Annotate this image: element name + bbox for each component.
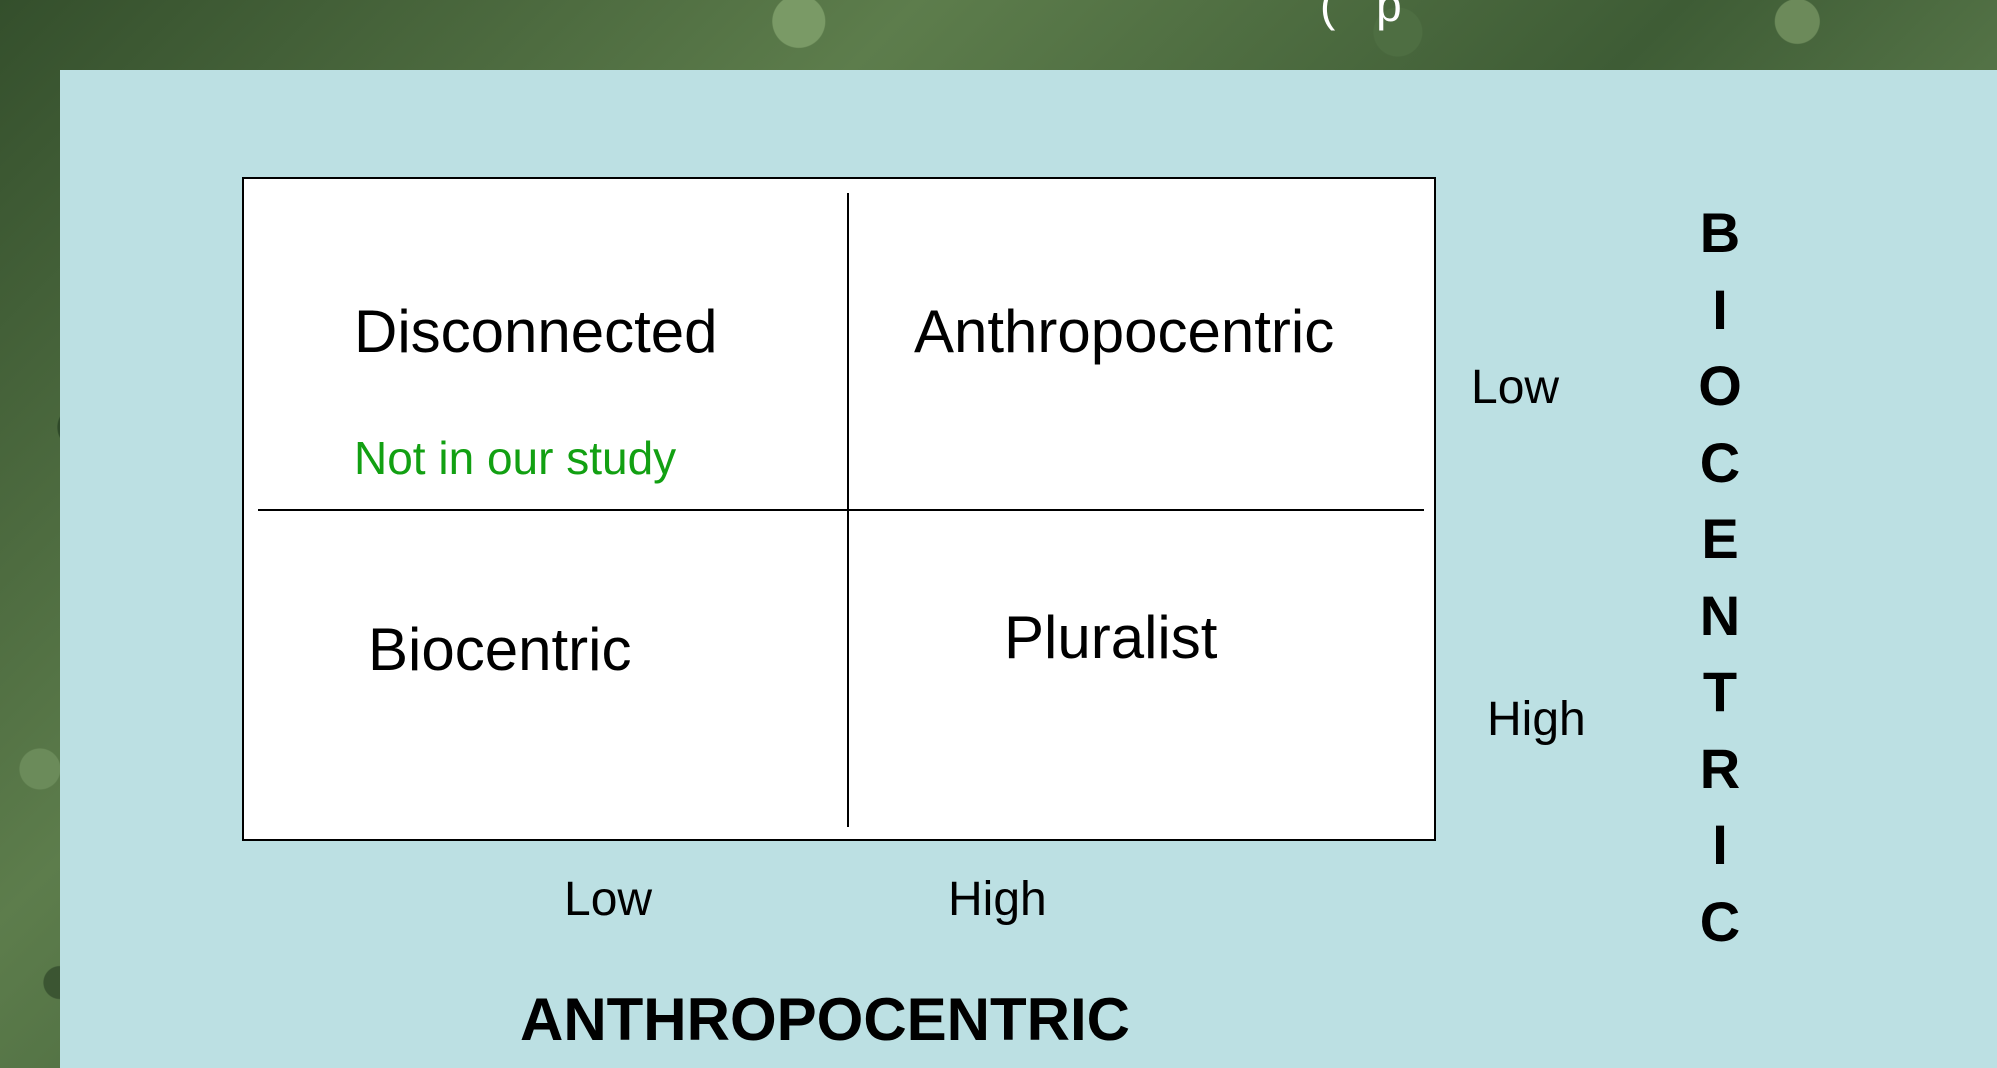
y-tick-low: Low [1471, 360, 1559, 415]
quadrant-note: Not in our study [354, 431, 676, 485]
y-title-letter: I [1712, 272, 1728, 349]
y-title-letter: O [1698, 348, 1742, 425]
y-title-letter: E [1701, 501, 1738, 578]
y-tick-high: High [1487, 692, 1586, 747]
y-title-letter: T [1703, 654, 1737, 731]
quadrant-biocentric: Biocentric [368, 615, 631, 684]
quadrant-grid: Disconnected Not in our study Anthropoce… [242, 177, 1436, 841]
y-title-letter: R [1700, 731, 1740, 808]
y-title-letter: C [1700, 425, 1740, 502]
x-tick-low: Low [564, 872, 652, 927]
x-axis-title: ANTHROPOCENTRIC [520, 985, 1130, 1054]
quadrant-disconnected: Disconnected [354, 297, 718, 366]
y-axis-title: B I O C E N T R I C [1680, 195, 1760, 960]
quadrant-pluralist: Pluralist [1004, 603, 1217, 672]
x-tick-high: High [948, 872, 1047, 927]
quadrant-anthropocentric: Anthropocentric [914, 297, 1334, 366]
y-title-letter: B [1700, 195, 1740, 272]
horizontal-divider [258, 509, 1424, 511]
y-title-letter: I [1712, 807, 1728, 884]
title-fragment: ( p [1320, 0, 1416, 32]
y-title-letter: N [1700, 578, 1740, 655]
y-title-letter: C [1700, 884, 1740, 961]
